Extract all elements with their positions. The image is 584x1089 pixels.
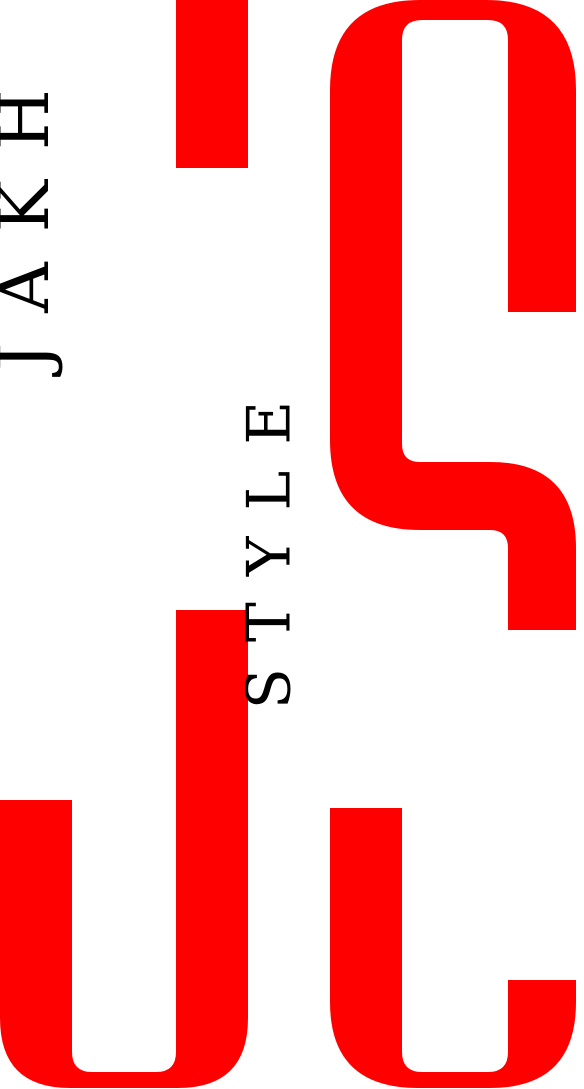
letter-j-shape (0, 0, 248, 1088)
s-body (330, 0, 576, 630)
brand-primary-text: JAKH (0, 59, 65, 377)
j-top-stem (176, 0, 248, 168)
brand-secondary-text: STYLE (235, 375, 305, 709)
s-tail (330, 808, 576, 1088)
j-bowl (0, 610, 248, 1088)
letter-s-shape (330, 0, 576, 1088)
